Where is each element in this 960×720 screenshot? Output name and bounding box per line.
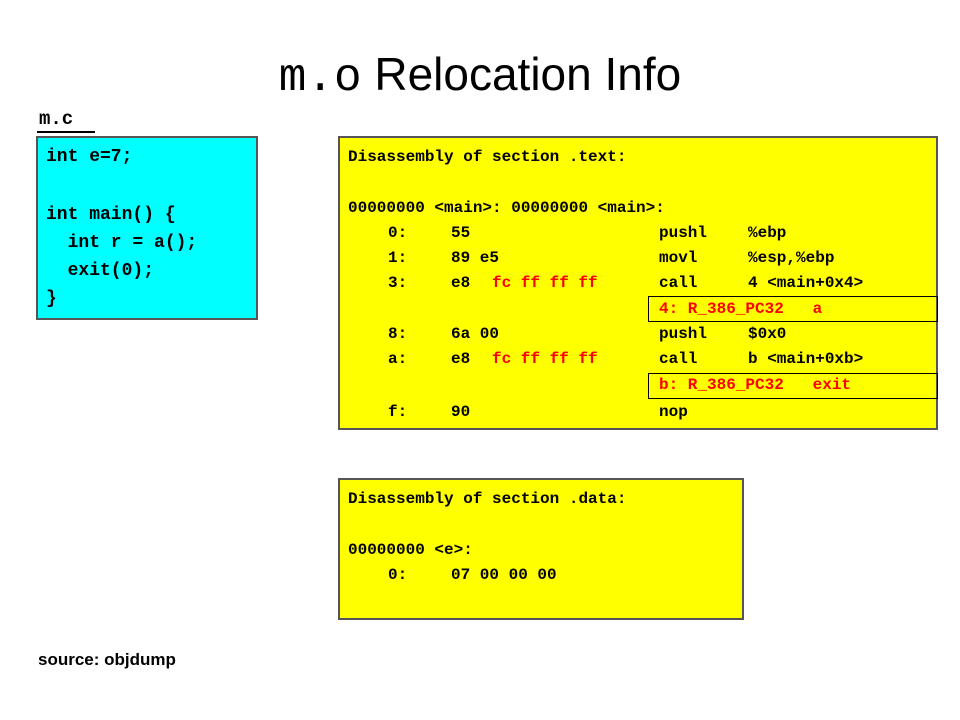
- relocation-entry-box: [648, 296, 938, 322]
- text-section-symbol: 00000000 <main>: 00000000 <main>:: [348, 199, 665, 217]
- title-filename: m.o: [278, 52, 362, 104]
- row-operand: $0x0: [748, 325, 787, 343]
- data-section-header: Disassembly of section .data:: [348, 490, 627, 508]
- row-instruction: nop: [659, 403, 688, 421]
- row-instruction: call: [659, 350, 698, 368]
- data-section-box: Disassembly of section .data: 00000000 <…: [338, 478, 744, 620]
- relocation-entry: b: R_386_PC32 exit: [659, 376, 852, 394]
- page-title: m.o Relocation Info: [0, 44, 960, 108]
- row-bytes: 89 e5: [451, 249, 500, 267]
- row-operand: %ebp: [748, 224, 787, 242]
- row-bytes: 6a 00: [451, 325, 500, 343]
- data-row-address: 0:: [388, 566, 408, 584]
- source-line: int r = a();: [46, 233, 198, 253]
- row-bytes-placeholder: fc ff ff ff: [492, 350, 598, 368]
- row-address: 0:: [388, 224, 408, 242]
- row-operand: b <main+0xb>: [748, 350, 864, 368]
- relocation-entry-box: [648, 373, 938, 399]
- row-address: a:: [388, 350, 408, 368]
- row-address: 8:: [388, 325, 408, 343]
- source-file-label-underline: [37, 131, 95, 133]
- relocation-entry: 4: R_386_PC32 a: [659, 300, 823, 318]
- text-section-box: Disassembly of section .text: 00000000 <…: [338, 136, 938, 430]
- source-code-box: int e=7; int main() { int r = a(); exit(…: [36, 136, 258, 320]
- row-operand: %esp,%ebp: [748, 249, 835, 267]
- source-line: exit(0);: [46, 261, 155, 281]
- row-operand: 4 <main+0x4>: [748, 274, 864, 292]
- source-note: source: objdump: [38, 650, 176, 669]
- row-bytes: 90: [451, 403, 471, 421]
- row-instruction: pushl: [659, 224, 708, 242]
- source-line: int e=7;: [46, 147, 133, 167]
- source-line: }: [46, 289, 57, 309]
- row-instruction: pushl: [659, 325, 708, 343]
- row-bytes: 55: [451, 224, 471, 242]
- row-bytes: e8: [451, 350, 471, 368]
- text-section-header: Disassembly of section .text:: [348, 148, 627, 166]
- source-file-label: m.c: [39, 108, 74, 130]
- row-instruction: movl: [659, 249, 698, 267]
- data-section-symbol: 00000000 <e>:: [348, 541, 473, 559]
- row-address: 3:: [388, 274, 408, 292]
- title-text: Relocation Info: [374, 48, 682, 100]
- row-bytes-placeholder: fc ff ff ff: [492, 274, 598, 292]
- row-address: 1:: [388, 249, 408, 267]
- data-row-bytes: 07 00 00 00: [451, 566, 557, 584]
- row-bytes: e8: [451, 274, 471, 292]
- row-instruction: call: [659, 274, 698, 292]
- source-line: int main() {: [46, 205, 176, 225]
- row-address: f:: [388, 403, 408, 421]
